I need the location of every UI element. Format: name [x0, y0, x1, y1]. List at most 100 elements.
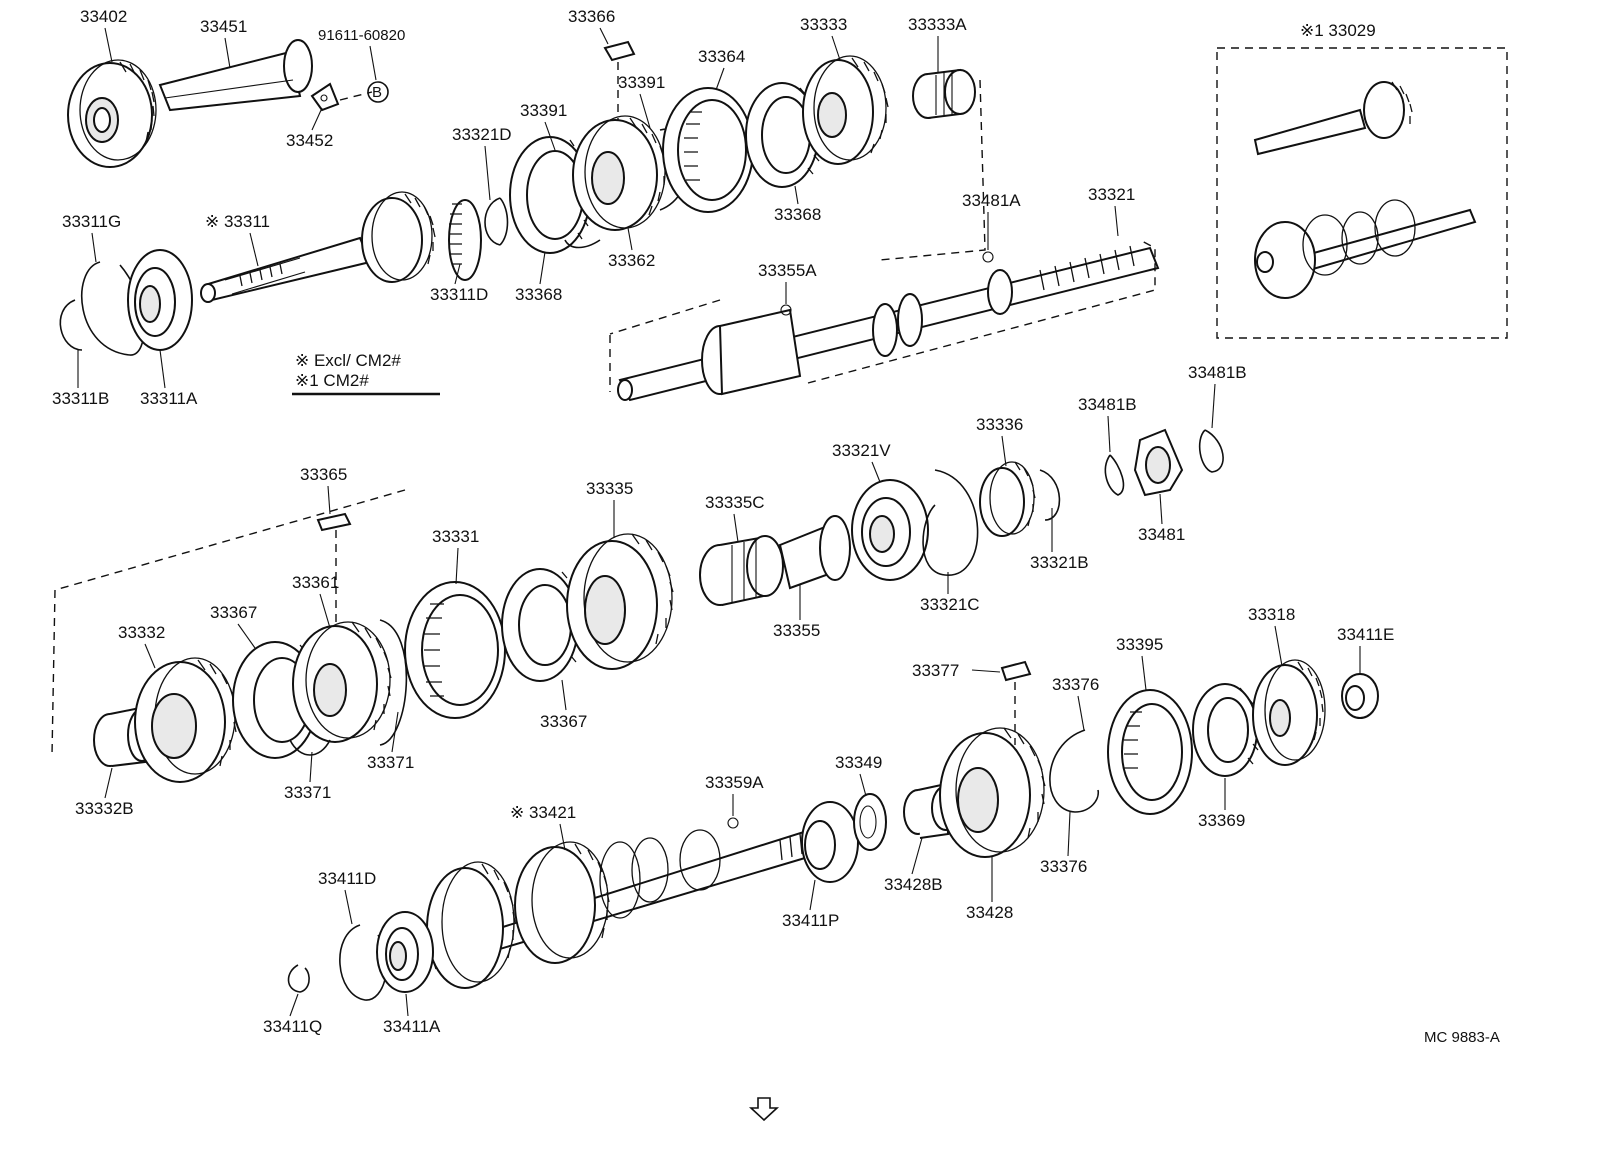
part-33333-gear[interactable]: [802, 55, 889, 165]
part-33311-input-shaft[interactable]: [200, 191, 482, 303]
label-33333[interactable]: 33333: [800, 15, 847, 34]
label-33481B-right[interactable]: 33481B: [1188, 363, 1247, 382]
label-33321B[interactable]: 33321B: [1030, 553, 1089, 572]
label-33332B[interactable]: 33332B: [75, 799, 134, 818]
part-33411E-nut[interactable]: [1341, 673, 1379, 719]
part-33481B-snap-ring-2[interactable]: [1198, 429, 1224, 473]
label-33321C[interactable]: 33321C: [920, 595, 980, 614]
label-33402[interactable]: 33402: [80, 7, 127, 26]
label-33411E[interactable]: 33411E: [1337, 625, 1394, 644]
part-91611-60820-bolt-ref[interactable]: B: [339, 81, 389, 103]
label-33391-top[interactable]: 33391: [618, 73, 665, 92]
label-33349[interactable]: 33349: [835, 753, 882, 772]
label-91611-60820[interactable]: 91611-60820: [318, 27, 405, 44]
part-33365-shifting-key[interactable]: [51, 489, 406, 756]
label-33367-right[interactable]: 33367: [540, 712, 587, 731]
part-33366-shifting-key[interactable]: [603, 40, 636, 130]
label-33428B[interactable]: 33428B: [884, 875, 943, 894]
part-33335-gear[interactable]: [566, 533, 674, 670]
part-33333A-needle-bearing[interactable]: [879, 68, 986, 261]
label-33359A[interactable]: 33359A: [705, 773, 764, 792]
next-page-arrow-icon[interactable]: [748, 1097, 780, 1122]
label-33411Q[interactable]: 33411Q: [263, 1017, 322, 1036]
kit-group-33029[interactable]: [1216, 47, 1508, 339]
label-33362[interactable]: 33362: [608, 251, 655, 270]
label-33331[interactable]: 33331: [432, 527, 479, 546]
label-33311G[interactable]: 33311G: [62, 212, 121, 231]
label-33481[interactable]: 33481: [1138, 525, 1185, 544]
label-33451[interactable]: 33451: [200, 17, 247, 36]
part-33402-gear[interactable]: [67, 59, 157, 168]
label-33365[interactable]: 33365: [300, 465, 347, 484]
label-33321[interactable]: 33321: [1088, 185, 1135, 204]
label-33321V[interactable]: 33321V: [832, 441, 891, 460]
label-33311A[interactable]: 33311A: [140, 389, 198, 408]
label-33311B[interactable]: 33311B: [52, 389, 109, 408]
part-33395-sleeve[interactable]: [1107, 689, 1193, 815]
label-33368-right[interactable]: 33368: [774, 205, 821, 224]
label-33371-left[interactable]: 33371: [284, 783, 331, 802]
part-33321C-snap-ring[interactable]: [922, 469, 979, 576]
label-33332[interactable]: 33332: [118, 623, 165, 642]
part-33321V-bearing[interactable]: [851, 479, 929, 581]
part-33411Q-snap-ring[interactable]: [287, 964, 310, 993]
label-33428[interactable]: 33428: [966, 903, 1013, 922]
part-33452-lock-plate[interactable]: [310, 82, 340, 112]
label-kit-33029[interactable]: ※1 33029: [1300, 21, 1376, 40]
part-33321-output-shaft[interactable]: [609, 239, 1160, 402]
label-33355[interactable]: 33355: [773, 621, 820, 640]
part-33421-counter-shaft[interactable]: [426, 817, 817, 989]
label-33452[interactable]: 33452: [286, 131, 333, 150]
label-33321D[interactable]: 33321D: [452, 125, 512, 144]
part-33364-sleeve[interactable]: [662, 87, 754, 213]
label-33336[interactable]: 33336: [976, 415, 1023, 434]
label-33369[interactable]: 33369: [1198, 811, 1245, 830]
label-33335[interactable]: 33335: [586, 479, 633, 498]
label-33411P[interactable]: 33411P: [782, 911, 839, 930]
part-33355-bushing[interactable]: [778, 515, 851, 590]
part-33411A-bearing[interactable]: [376, 911, 434, 993]
label-33377[interactable]: 33377: [912, 661, 959, 680]
part-33349-spacer[interactable]: [853, 793, 887, 851]
part-33361-clutch-hub[interactable]: [292, 621, 392, 743]
label-33368-left[interactable]: 33368: [515, 285, 562, 304]
part-33411P-bearing-inner[interactable]: [801, 801, 859, 883]
label-33361[interactable]: 33361: [292, 573, 339, 592]
label-33481A[interactable]: 33481A: [962, 191, 1021, 210]
part-33481B-snap-ring-1[interactable]: [1104, 454, 1125, 496]
part-33362-clutch-hub[interactable]: [572, 115, 667, 231]
part-33311B-snap-ring[interactable]: [59, 299, 83, 351]
label-33366[interactable]: 33366: [568, 7, 615, 26]
label-33421[interactable]: ※ 33421: [510, 803, 576, 822]
part-33335C-needle-bearing[interactable]: [699, 535, 784, 606]
label-33311[interactable]: ※ 33311: [205, 212, 270, 231]
part-33318-gear[interactable]: [1252, 659, 1326, 766]
label-33411D[interactable]: 33411D: [318, 869, 376, 888]
label-33367-left[interactable]: 33367: [210, 603, 257, 622]
label-33395[interactable]: 33395: [1116, 635, 1163, 654]
label-33391-left[interactable]: 33391: [520, 101, 567, 120]
part-33371-spring[interactable]: [289, 619, 408, 756]
part-33376-snap-ring[interactable]: [1049, 729, 1100, 813]
part-33377-shifting-key[interactable]: [1000, 660, 1032, 745]
part-33332-gear[interactable]: [134, 657, 238, 783]
part-33481-hub[interactable]: [1133, 428, 1184, 497]
part-33331-sleeve[interactable]: [404, 581, 506, 719]
part-33311A-bearing[interactable]: [127, 249, 193, 351]
part-33321B-snap-ring[interactable]: [1039, 469, 1061, 521]
label-33364[interactable]: 33364: [698, 47, 745, 66]
label-33333A[interactable]: 33333A: [908, 15, 967, 34]
label-33335C[interactable]: 33335C: [705, 493, 765, 512]
part-33428-gear[interactable]: [939, 727, 1046, 858]
label-33481B-left[interactable]: 33481B: [1078, 395, 1137, 414]
label-33371-right[interactable]: 33371: [367, 753, 414, 772]
label-33311D[interactable]: 33311D: [430, 285, 488, 304]
part-33336-gear[interactable]: [979, 461, 1036, 537]
label-33376-bottom[interactable]: 33376: [1040, 857, 1087, 876]
label-33411A[interactable]: 33411A: [383, 1017, 441, 1036]
part-33368-synchronizer-ring[interactable]: [509, 136, 601, 254]
part-33451-shaft[interactable]: [158, 39, 313, 112]
part-33369-synchronizer-ring[interactable]: [1192, 683, 1261, 777]
part-33321D-snap-ring[interactable]: [484, 197, 509, 246]
label-33376-top[interactable]: 33376: [1052, 675, 1099, 694]
